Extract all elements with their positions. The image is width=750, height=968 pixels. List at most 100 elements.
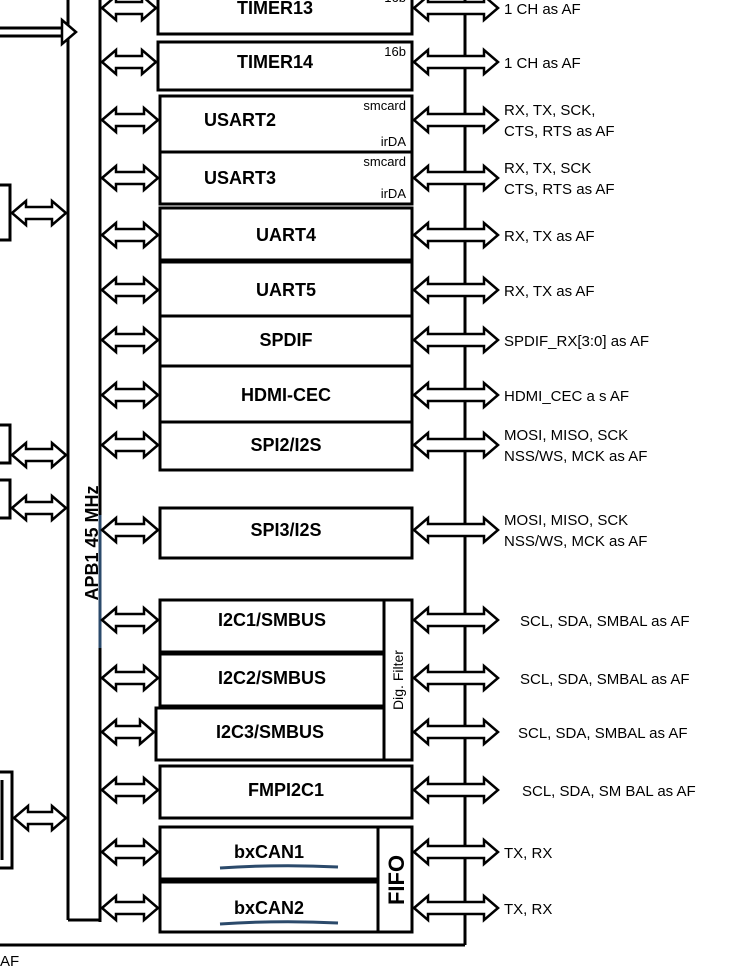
signal-label: MOSI, MISO, SCK (504, 427, 628, 444)
peripheral-name: USART2 (204, 110, 276, 130)
af-arrow-usart3 (412, 163, 500, 193)
bus-arrow-uart5 (100, 275, 160, 305)
bus-arrow-i2c3-smbus (100, 717, 156, 747)
signal-label: CTS, RTS as AF (504, 123, 615, 140)
dig-filter-block: Dig. Filter (382, 598, 414, 762)
af-arrow-i2c3-smbus (412, 717, 500, 747)
af-arrow-usart2 (412, 105, 500, 135)
bus-arrow-usart3 (100, 163, 160, 193)
peripheral-row-spi2-i2s: SPI2/I2S MOSI, MISO, SCK NSS/WS, MCK as AF (100, 420, 647, 472)
bus-arrow-timer14 (100, 47, 158, 77)
af-arrow-spi2-i2s (412, 430, 500, 460)
peripheral-row-timer13: TIMER1316b1 CH as AF (100, 0, 581, 36)
peripheral-feature-top: smcard (363, 154, 406, 169)
peripheral-feature-bottom: irDA (381, 186, 407, 201)
peripheral-row-i2c2-smbus: I2C2/SMBUS SCL, SDA, SMBAL as AF (100, 652, 690, 708)
name-underline (219, 864, 339, 870)
peripheral-feature-top: 16b (384, 44, 406, 59)
bus-arrow-timer13 (100, 0, 158, 23)
peripheral-box-i2c2-smbus (158, 652, 386, 708)
af-arrow-i2c1-smbus (412, 605, 500, 635)
bus-arrow-i2c2-smbus (100, 663, 160, 693)
peripheral-box-hdmi-cec (158, 364, 414, 424)
peripheral-name: TIMER14 (237, 52, 313, 72)
af-arrow-uart4 (412, 220, 500, 250)
peripheral-row-timer14: TIMER14 16b 1 CH as AF (100, 40, 581, 92)
peripheral-row-bxcan2: bxCAN2 TX, RX (100, 880, 552, 934)
left-side-arrows (10, 198, 68, 833)
af-arrow-fmpi2c1 (412, 775, 500, 805)
af-arrow-i2c2-smbus (412, 663, 500, 693)
peripheral-box-spi2-i2s (158, 420, 414, 472)
fifo-block: FIFO (376, 825, 414, 934)
signal-label: NSS/WS, MCK as AF (504, 448, 647, 465)
signal-label: SCL, SDA, SMBAL as AF (520, 613, 690, 630)
signal-label: RX, TX, SCK, (504, 102, 595, 119)
peripheral-feature-top: 16b (384, 0, 406, 5)
peripheral-box-bxcan1 (158, 825, 380, 881)
dig-filter-label: Dig. Filter (390, 650, 406, 710)
signal-label: NSS/WS, MCK as AF (504, 533, 647, 550)
fifo-box (376, 825, 414, 934)
signal-label: TX, RX (504, 845, 552, 862)
dig-filter-box (382, 598, 414, 762)
bus-arrow-i2c1-smbus (100, 605, 160, 635)
bottom-af-label: AF (0, 953, 19, 968)
left-partial-box-3 (0, 478, 12, 520)
af-arrow-timer14 (412, 47, 500, 77)
signal-label: TX, RX (504, 901, 552, 918)
bus-arrow-bxcan1 (100, 837, 160, 867)
peripheral-box-fmpi2c1 (158, 764, 414, 820)
name-underline (219, 920, 339, 926)
peripheral-box-usart3 (158, 150, 414, 206)
top-left-arrowhead (60, 17, 78, 47)
left-arrow-1 (10, 198, 68, 228)
peripheral-name: bxCAN1 (234, 842, 304, 862)
af-arrow-hdmi-cec (412, 380, 500, 410)
peripheral-name: I2C1/SMBUS (218, 610, 326, 630)
af-arrow-uart5 (412, 275, 500, 305)
peripheral-row-i2c1-smbus: I2C1/SMBUS SCL, SDA, SMBAL as AF (100, 598, 690, 654)
signal-label: SPDIF_RX[3:0] as AF (504, 333, 649, 350)
signal-label: SCL, SDA, SMBAL as AF (520, 671, 690, 688)
peripheral-name: TIMER13 (237, 0, 313, 18)
signal-label: RX, TX as AF (504, 283, 595, 300)
peripheral-box-spdif (158, 314, 414, 368)
peripheral-box-uart4 (158, 206, 414, 262)
peripheral-name: bxCAN2 (234, 898, 304, 918)
peripheral-name: HDMI-CEC (241, 385, 331, 405)
left-partial-box-1 (0, 183, 12, 242)
signal-label: SCL, SDA, SMBAL as AF (518, 725, 688, 742)
bus-arrow-spdif (100, 325, 160, 355)
left-partial-box-2 (0, 423, 12, 465)
signal-label: CTS, RTS as AF (504, 181, 615, 198)
signal-label: 1 CH as AF (504, 55, 581, 72)
signal-label: SCL, SDA, SM BAL as AF (522, 783, 696, 800)
af-arrow-bxcan2 (412, 893, 500, 923)
peripheral-name: UART5 (256, 280, 316, 300)
bus-arrow-spi3-i2s (100, 515, 160, 545)
peripheral-box-timer14 (156, 40, 414, 92)
peripheral-box-i2c1-smbus (158, 598, 386, 654)
af-arrow-spdif (412, 325, 500, 355)
af-arrow-timer13 (412, 0, 500, 23)
peripheral-name: USART3 (204, 168, 276, 188)
left-arrow-2 (10, 440, 68, 470)
bus-arrow-bxcan2 (100, 893, 160, 923)
peripheral-name: I2C2/SMBUS (218, 668, 326, 688)
signal-label: RX, TX as AF (504, 228, 595, 245)
af-arrow-spi3-i2s (412, 515, 500, 545)
peripheral-name: FMPI2C1 (248, 780, 324, 800)
left-edge-partial-boxes (0, 183, 14, 870)
peripheral-name: SPI2/I2S (250, 435, 321, 455)
peripheral-row-uart5: UART5 RX, TX as AF (100, 260, 595, 318)
fifo-label: FIFO (384, 855, 409, 905)
peripheral-feature-top: smcard (363, 98, 406, 113)
